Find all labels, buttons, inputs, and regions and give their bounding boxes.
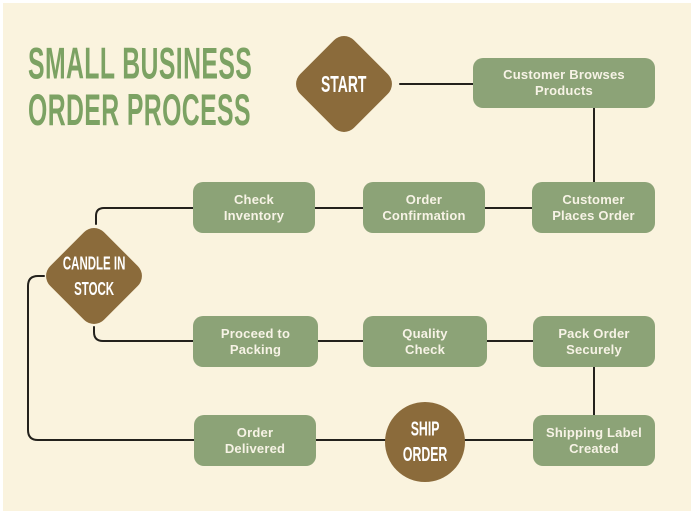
edge-candle-to-packing xyxy=(93,326,194,342)
node-order-confirmation: Order Confirmation xyxy=(363,182,485,233)
page-title-line1: SMALL BUSINESS xyxy=(28,38,253,89)
node-check-inventory: Check Inventory xyxy=(193,182,315,233)
node-pack-order-securely: Pack Order Securely xyxy=(533,316,655,367)
page-title-line2: ORDER PROCESS xyxy=(28,85,251,136)
node-order-delivered: Order Delivered xyxy=(194,415,316,466)
page-title: SMALL BUSINESS ORDER PROCESS xyxy=(28,40,252,134)
node-shipping-label-created: Shipping Label Created xyxy=(533,415,655,466)
node-proceed-to-packing: Proceed to Packing xyxy=(193,316,318,367)
node-customer-browses-products: Customer Browses Products xyxy=(473,58,655,108)
ship-order-circle-shape xyxy=(385,402,465,482)
edge-candle-to-delivered xyxy=(27,275,195,441)
edge-inventory-to-candle xyxy=(95,207,194,225)
node-customer-places-order: Customer Places Order xyxy=(532,182,655,233)
node-quality-check: Quality Check xyxy=(363,316,487,367)
